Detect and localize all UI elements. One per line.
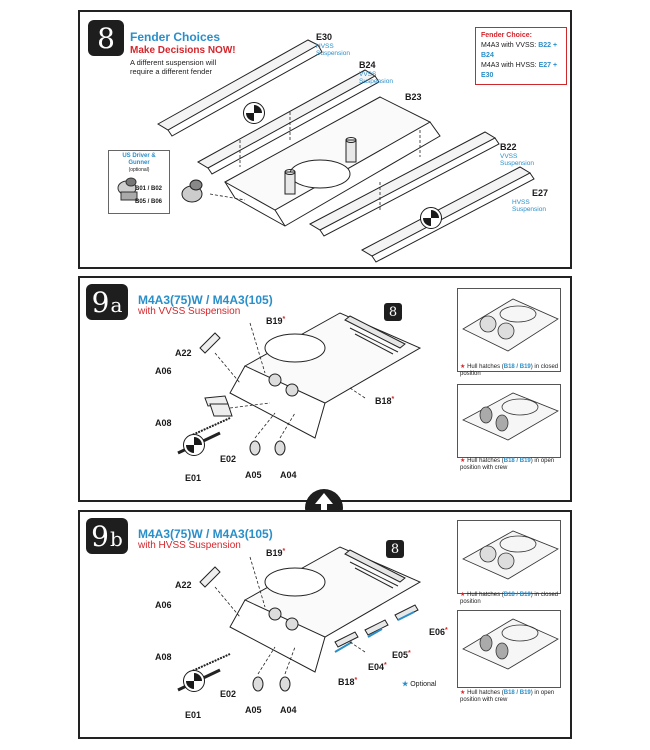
step-9b-title: M4A3(75)W / M4A3(105) — [138, 527, 273, 541]
star-icon: ★ — [402, 681, 409, 688]
crew-figure-illustration — [117, 177, 138, 201]
fender-choice-vvss: M4A3 with VVSS: B22 + B24 — [481, 41, 561, 61]
part-label-e04: E04* — [368, 662, 387, 672]
step-9a-title: M4A3(75)W / M4A3(105) — [138, 293, 273, 307]
step-9b-number: 9 — [91, 519, 109, 553]
step-9a-drawing — [177, 312, 422, 456]
fender-choice-hvss-label: M4A3 with HVSS: — [481, 62, 537, 69]
part-label-e01: E01 — [185, 710, 202, 720]
part-label-b18: B18* — [338, 677, 358, 687]
step-9b-caption-open: ★ Hull hatches (B18 / B19) in open posit… — [460, 690, 555, 703]
crew-detail-p1: B01 / B02 — [135, 186, 163, 192]
inset-illustration-closed — [462, 530, 559, 580]
part-label-a06: A06 — [155, 366, 172, 376]
part-label-a04: A04 — [280, 470, 297, 480]
part-label-e02: E02 — [220, 454, 237, 464]
fender-choice-hvss-parts: E27 + E30 — [481, 62, 558, 79]
roundel-icon — [243, 102, 265, 124]
step-9b-drawing — [177, 546, 422, 692]
step-8-badge: 8 — [88, 20, 124, 56]
part-label-e30: E30 — [316, 32, 333, 42]
inset-illustration-open — [462, 618, 559, 670]
part-label-e27: E27 — [532, 188, 549, 198]
roundel-icon — [183, 670, 205, 692]
part-label-b19: B19* — [266, 548, 286, 558]
crew-detail-sub: (optional) — [128, 167, 150, 173]
part-label-a06: A06 — [155, 600, 172, 610]
step-8-title: Fender Choices — [130, 30, 221, 44]
step-9a-inset-open — [457, 384, 561, 458]
step-9a-suffix: a — [110, 293, 123, 317]
part-label-b23: B23 — [405, 92, 422, 102]
step-8-note: A different suspension will require a di… — [130, 58, 217, 76]
step-9b-inset-closed — [457, 520, 561, 594]
part-sub-b24: VVSS Suspension — [359, 71, 393, 85]
roundel-icon — [420, 207, 442, 229]
fender-choice-vvss-parts: B22 + B24 — [481, 42, 558, 59]
part-sub-e30: HVSS Suspension — [316, 43, 350, 57]
part-label-e06: E06* — [429, 627, 448, 637]
step-9a-caption-open: ★ Hull hatches (B18 / B19) in open posit… — [460, 458, 555, 471]
fender-choice-vvss-label: M4A3 with VVSS: — [481, 42, 537, 49]
step-9a-inset-closed — [457, 288, 561, 372]
step-8-drawing — [157, 39, 535, 263]
fender-choice-hvss: M4A3 with HVSS: E27 + E30 — [481, 61, 561, 81]
step-8-number: 8 — [97, 21, 115, 55]
step-8-subtitle: Make Decisions NOW! — [130, 45, 236, 56]
part-label-b24: B24 — [359, 60, 376, 70]
part-label-e02: E02 — [220, 689, 237, 699]
part-label-a22: A22 — [175, 580, 192, 590]
fender-choice-box: Fender Choice: M4A3 with VVSS: B22 + B24… — [475, 27, 567, 85]
optional-legend: ★ Optional — [402, 680, 436, 688]
part-label-a04: A04 — [280, 705, 297, 715]
part-label-b18: B18* — [375, 396, 395, 406]
part-label-e01: E01 — [185, 473, 202, 483]
part-label-a05: A05 — [245, 470, 262, 480]
roundel-icon — [183, 434, 205, 456]
crew-detail-p2: B05 / B06 — [135, 199, 163, 205]
part-sub-e27: HVSS Suspension — [512, 199, 546, 213]
inset-illustration-open — [462, 392, 559, 441]
inset-illustration-closed — [462, 298, 559, 352]
optional-legend-label: Optional — [410, 681, 437, 688]
step-9b-suffix: b — [110, 527, 123, 551]
crew-detail-box: US Driver & Gunner (optional) B01 / B02 … — [108, 150, 170, 214]
step-9a-number: 9 — [91, 285, 110, 319]
step-9b-reference-badge: 8 — [386, 540, 404, 558]
step-9b-inset-open — [457, 610, 561, 688]
part-label-b22: B22 — [500, 142, 517, 152]
part-label-e05: E05* — [392, 650, 411, 660]
step-9b-subtitle: with HVSS Suspension — [138, 540, 241, 551]
step-9a-caption-closed: ★ Hull hatches (B18 / B19) in closed pos… — [460, 364, 559, 377]
step-8-panel: 8 Fender Choices Make Decisions NOW! A d… — [78, 10, 572, 269]
fender-choice-title: Fender Choice: — [481, 32, 532, 39]
step-9a-subtitle: with VVSS Suspension — [138, 306, 241, 317]
part-label-a22: A22 — [175, 348, 192, 358]
part-label-a08: A08 — [155, 652, 172, 662]
part-label-a08: A08 — [155, 418, 172, 428]
part-sub-b22: VVSS Suspension — [500, 153, 534, 167]
part-label-a05: A05 — [245, 705, 262, 715]
part-label-b19: B19* — [266, 316, 286, 326]
step-9b-caption-closed: ★ Hull hatches (B18 / B19) in closed pos… — [460, 592, 559, 605]
crew-detail-title: US Driver & Gunner — [122, 153, 156, 166]
step-9a-reference-badge: 8 — [384, 303, 402, 321]
